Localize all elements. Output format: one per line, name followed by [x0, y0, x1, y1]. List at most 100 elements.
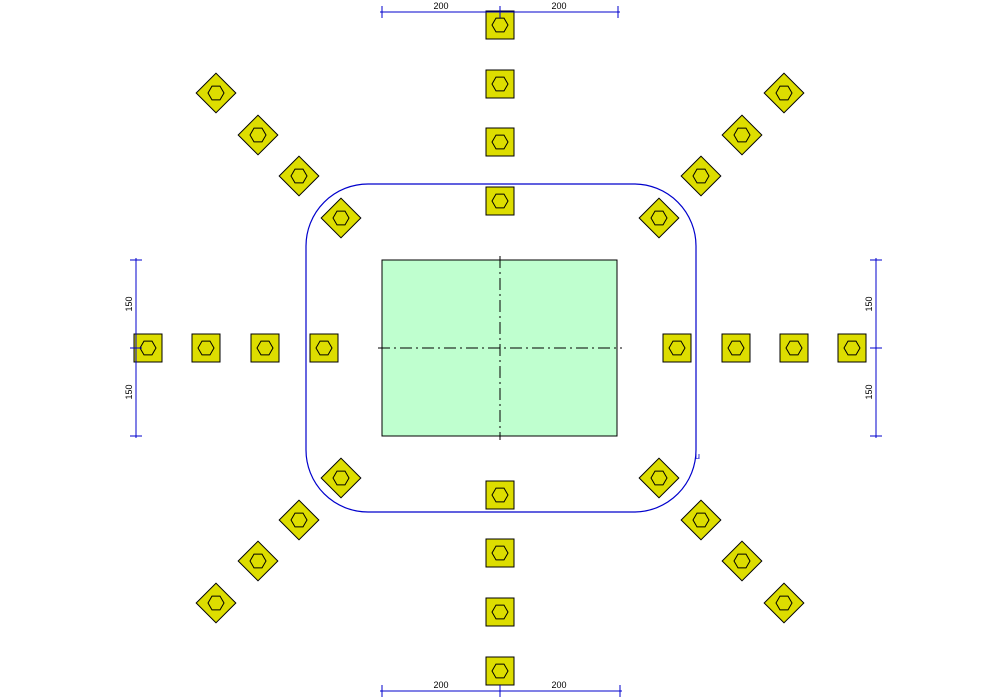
hexagon-icon — [491, 193, 509, 209]
hexagon-icon — [775, 595, 793, 611]
hexagon-icon — [197, 340, 215, 356]
stud-plate — [250, 333, 280, 363]
stud — [721, 114, 763, 156]
hexagon-icon — [491, 663, 509, 679]
hexagon-icon — [207, 85, 225, 101]
stud — [195, 582, 237, 624]
dimension-top: 200 200 — [380, 1, 620, 18]
stud — [320, 197, 362, 239]
stud-plate — [721, 333, 751, 363]
hexagon-icon — [249, 553, 267, 569]
dim-top-left-text: 200 — [433, 1, 448, 11]
dimension-right: 150 150 — [864, 258, 882, 438]
hexagon-icon — [249, 127, 267, 143]
stud — [485, 597, 515, 627]
hexagon-icon — [733, 127, 751, 143]
stud-plate — [779, 333, 809, 363]
stud — [662, 333, 692, 363]
dim-bottom-right-text: 200 — [551, 680, 566, 690]
stud — [763, 582, 805, 624]
stud — [638, 197, 680, 239]
stud-plate — [721, 114, 763, 156]
stud — [237, 540, 279, 582]
hexagon-icon — [290, 512, 308, 528]
stud-plate — [485, 69, 515, 99]
stud — [721, 540, 763, 582]
stud — [485, 480, 515, 510]
stud — [485, 656, 515, 686]
stud — [250, 333, 280, 363]
stud-plate — [485, 480, 515, 510]
hexagon-icon — [491, 487, 509, 503]
stud-rail-top-left-diagonal — [195, 72, 362, 239]
stud — [763, 72, 805, 114]
stud-plate — [237, 540, 279, 582]
stud — [278, 499, 320, 541]
stud-plate — [195, 72, 237, 114]
stud-rail-bottom-left-diagonal — [195, 457, 362, 624]
control-perimeter — [305, 183, 697, 513]
stud-rail-top-right-diagonal — [638, 72, 805, 239]
stud — [320, 457, 362, 499]
stud — [237, 114, 279, 156]
stud — [191, 333, 221, 363]
stud-plate — [763, 72, 805, 114]
stud — [485, 186, 515, 216]
hexagon-icon — [843, 340, 861, 356]
stud-plate — [837, 333, 867, 363]
dimension-bottom: 200 200 — [380, 680, 622, 697]
stud — [485, 538, 515, 568]
stud-plate — [662, 333, 692, 363]
hexagon-icon — [785, 340, 803, 356]
hexagon-icon — [207, 595, 225, 611]
perimeter-label: u — [695, 451, 700, 461]
stud-plate — [485, 597, 515, 627]
stud — [680, 155, 722, 197]
stud — [837, 333, 867, 363]
stud-plate — [309, 333, 339, 363]
stud-rail-top — [485, 10, 515, 216]
dim-left-upper-text: 150 — [124, 296, 134, 311]
stud-plate — [763, 582, 805, 624]
hexagon-icon — [733, 553, 751, 569]
stud-plate — [320, 457, 362, 499]
stud — [485, 69, 515, 99]
stud — [779, 333, 809, 363]
stud-plate — [237, 114, 279, 156]
stud-plate — [195, 582, 237, 624]
hexagon-icon — [491, 604, 509, 620]
stud — [195, 72, 237, 114]
hexagon-icon — [315, 340, 333, 356]
stud-plate — [191, 333, 221, 363]
stud — [680, 499, 722, 541]
stud-rail-bottom — [485, 480, 515, 686]
dim-bottom-left-text: 200 — [433, 680, 448, 690]
hexagon-icon — [650, 470, 668, 486]
stud-rail-left — [133, 333, 339, 363]
stud-plate — [680, 499, 722, 541]
hexagon-icon — [491, 17, 509, 33]
stud-plate — [133, 333, 163, 363]
stud-plate — [485, 186, 515, 216]
stud — [638, 457, 680, 499]
dim-right-upper-text: 150 — [864, 296, 874, 311]
hexagon-icon — [650, 210, 668, 226]
dim-right-lower-text: 150 — [864, 384, 874, 399]
stud-rail-bottom-right-diagonal — [638, 457, 805, 624]
hexagon-icon — [332, 210, 350, 226]
stud-plate — [320, 197, 362, 239]
dim-left-lower-text: 150 — [124, 384, 134, 399]
stud-plate — [638, 457, 680, 499]
hexagon-icon — [491, 545, 509, 561]
hexagon-icon — [775, 85, 793, 101]
stud-rail-right — [662, 333, 867, 363]
hexagon-icon — [491, 134, 509, 150]
hexagon-icon — [491, 76, 509, 92]
hexagon-icon — [668, 340, 686, 356]
stud — [133, 333, 163, 363]
stud — [309, 333, 339, 363]
stud — [721, 333, 751, 363]
stud — [485, 127, 515, 157]
stud-plate — [638, 197, 680, 239]
